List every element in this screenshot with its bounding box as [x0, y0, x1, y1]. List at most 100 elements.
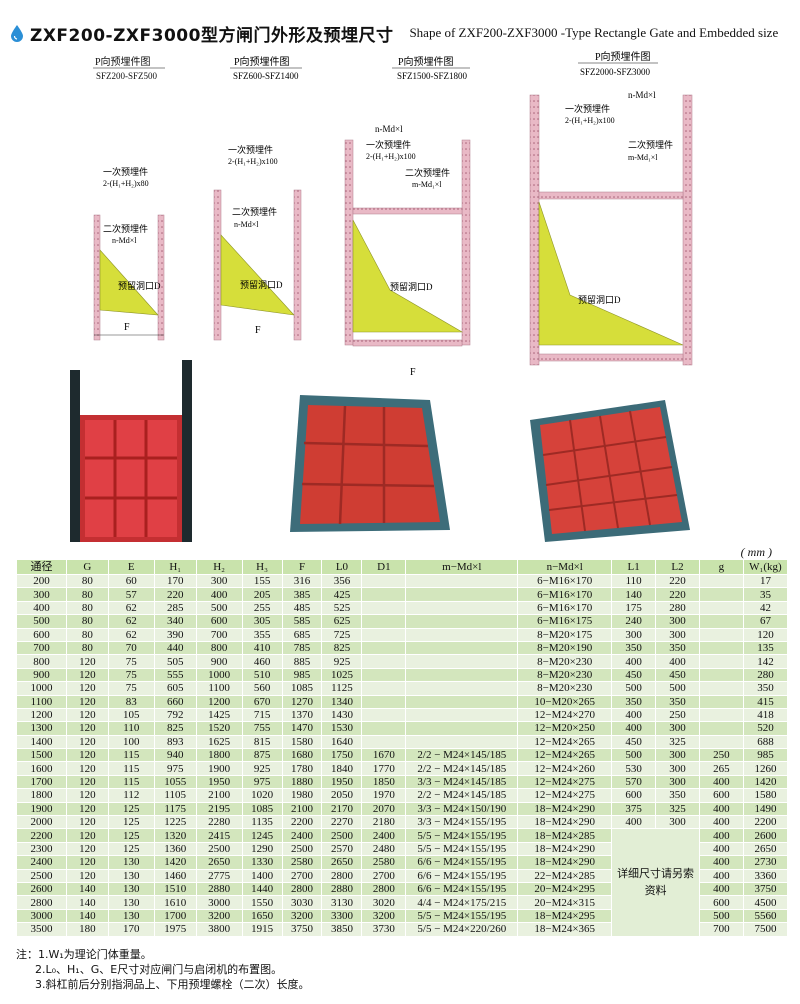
table-cell: 325	[655, 734, 700, 750]
drawing-1-label-first-embed: 一次预埋件	[103, 166, 148, 177]
table-cell: 300	[655, 761, 700, 776]
table-cell: 5/5 − M24×155/195	[405, 841, 519, 857]
table-cell: 125	[107, 828, 155, 843]
table-cell: 585	[281, 614, 323, 629]
table-cell: 250	[655, 707, 700, 723]
table-cell: 1370	[281, 707, 323, 723]
table-cell: 1400	[16, 734, 67, 750]
table-cell: 893	[153, 734, 197, 750]
table-cell: 300	[655, 721, 700, 736]
table-cell: 625	[321, 614, 363, 629]
dimension-drawings: P向预埋件图 SFZ200-SFZ500 一次预埋件 2-(H₁+H₂)x80 …	[93, 50, 693, 378]
table-cell: 900	[195, 654, 243, 669]
table-cell: 180	[65, 922, 109, 937]
table-cell: 1420	[153, 855, 197, 870]
table-cell: 316	[281, 573, 323, 589]
table-cell	[698, 694, 744, 709]
table-cell	[698, 667, 744, 683]
table-cell: 220	[153, 587, 197, 602]
table-cell: 1840	[321, 761, 363, 776]
drawing-sfz600-sfz1400: P向预埋件图 SFZ600-SFZ1400 一次预埋件 2-(H₁+H₂)x10…	[213, 55, 302, 341]
table-cell: 350	[655, 694, 700, 709]
drawing-2-label-f: F	[255, 325, 261, 336]
table-cell: 1055	[153, 774, 197, 790]
water-drop-icon	[11, 25, 23, 42]
table-cell: 2570	[321, 841, 363, 857]
table-cell: 1850	[361, 774, 407, 790]
table-cell: 440	[153, 640, 197, 656]
table-cell: 300	[655, 627, 700, 642]
table-cell: 2050	[321, 788, 363, 803]
table-cell: 42	[742, 600, 789, 616]
table-cell: 280	[655, 600, 700, 616]
table-cell	[698, 721, 744, 736]
table-cell: 17	[742, 573, 789, 589]
table-cell: 1085	[281, 681, 323, 696]
table-cell	[405, 614, 519, 629]
table-cell: 340	[153, 614, 197, 629]
table-cell: 120	[65, 801, 109, 817]
table-cell: 605	[153, 681, 197, 696]
table-cell: 1975	[153, 922, 197, 937]
table-cell: 3200	[195, 908, 243, 924]
drawing-4-label-second-spec: m-Md₁×l	[628, 153, 658, 162]
table-cell: 3750	[742, 881, 789, 897]
table-cell: 1650	[241, 908, 283, 924]
table-cell: 6/6 − M24×155/195	[405, 881, 519, 897]
table-cell: 3030	[281, 895, 323, 910]
table-cell: 792	[153, 707, 197, 723]
table-cell: 450	[611, 734, 657, 750]
table-cell: 725	[321, 627, 363, 642]
table-cell: 8−M20×190	[517, 640, 613, 656]
table-cell	[405, 694, 519, 709]
table-cell: 1105	[153, 788, 197, 803]
drawing-sfz1500-sfz1800: P向预埋件图 SFZ1500-SFZ1800 n-Md×l 一次预埋件 2-(H…	[344, 55, 471, 378]
table-cell: 1900	[16, 801, 67, 817]
table-cell: 2730	[742, 855, 789, 870]
table-cell: 285	[153, 600, 197, 616]
table-cell: 110	[107, 721, 155, 736]
table-cell: 900	[16, 667, 67, 683]
table-cell: 1300	[16, 721, 67, 736]
table-cell: 300	[195, 573, 243, 589]
table-cell: 1020	[241, 788, 283, 803]
table-cell: 62	[107, 627, 155, 642]
column-header: n−Md×l	[517, 559, 613, 575]
table-cell: 355	[241, 627, 283, 642]
table-cell: 2500	[195, 841, 243, 857]
table-cell: 115	[107, 748, 155, 763]
drawing-4-label-second-embed: 二次预埋件	[628, 139, 673, 150]
photo-large-gate	[530, 400, 690, 542]
drawing-3-label-opening: 预留洞口D	[390, 281, 433, 292]
table-cell: 120	[65, 748, 109, 763]
table-cell: 1360	[153, 841, 197, 857]
table-cell: 8−M20×230	[517, 667, 613, 683]
table-cell: 1680	[281, 748, 323, 763]
table-cell: 140	[65, 908, 109, 924]
table-cell: 1670	[361, 748, 407, 763]
table-cell: 400	[698, 881, 744, 897]
table-cell: 265	[698, 761, 744, 776]
table-cell: 18−M24×295	[517, 908, 613, 924]
table-cell: 280	[742, 667, 789, 683]
table-cell: 2/2 − M24×145/185	[405, 761, 519, 776]
table-cell: 6−M16×170	[517, 573, 613, 589]
table-cell: 700	[698, 922, 744, 937]
table-cell: 3500	[16, 922, 67, 937]
table-cell: 130	[107, 895, 155, 910]
table-cell: 885	[281, 654, 323, 669]
table-cell: 1520	[195, 721, 243, 736]
table-cell: 2400	[281, 828, 323, 843]
table-cell: 400	[698, 815, 744, 830]
table-cell: 305	[241, 614, 283, 629]
table-cell: 3/3 − M24×155/195	[405, 815, 519, 830]
table-cell	[698, 587, 744, 602]
column-header: g	[698, 559, 744, 575]
table-cell: 1640	[321, 734, 363, 750]
